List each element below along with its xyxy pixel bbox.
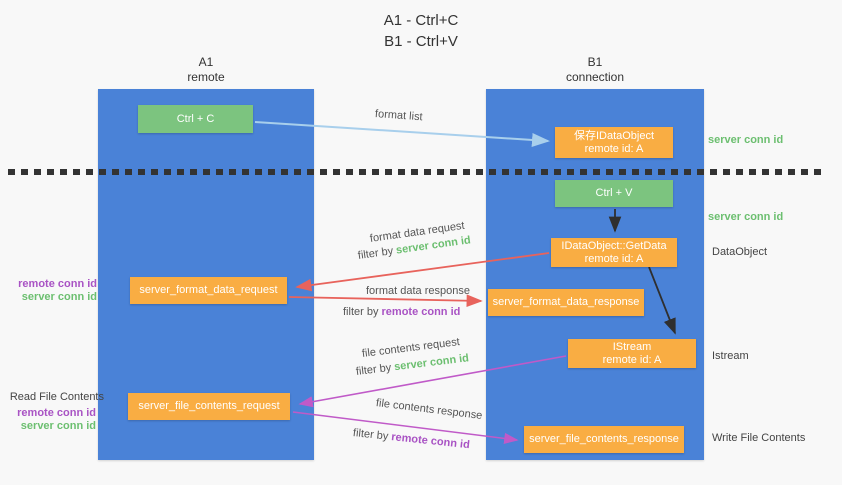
node-format-request-label: server_format_data_request — [139, 284, 278, 296]
column-b1-subtitle: connection — [565, 70, 625, 84]
left-label-server-conn-id-2: server conn id — [20, 420, 96, 432]
node-format-response-label: server_format_data_response — [492, 296, 640, 308]
column-b1-name: B1 — [587, 55, 603, 69]
left-label-conn-ids-format: remote conn id server conn id — [0, 278, 97, 304]
node-ctrl-v: Ctrl + V — [555, 180, 673, 207]
filter-by-prefix: filter by — [343, 306, 382, 318]
column-a1-name: A1 — [198, 55, 214, 69]
right-label-istream: Istream — [712, 350, 749, 362]
right-label-write-file-contents: Write File Contents — [712, 432, 806, 444]
arrow-label-filter-by-remote-conn-id-1: filter by remote conn id — [343, 306, 460, 318]
arrow-label-format-list: format list — [374, 108, 423, 124]
filter-key-server-conn-id: server conn id — [393, 352, 470, 374]
node-file-response-label: server_file_contents_response — [529, 433, 679, 445]
filter-by-prefix: filter by — [357, 244, 397, 262]
node-save-idataobject-title: 保存IDataObject — [573, 129, 655, 142]
node-getdata-remote-id: remote id: A — [584, 252, 644, 265]
node-istream: IStream remote id: A — [568, 339, 696, 368]
node-file-request-label: server_file_contents_request — [138, 400, 280, 412]
dotted-separator-line — [8, 169, 826, 175]
right-label-server-conn-id-mid: server conn id — [708, 211, 784, 223]
node-server-format-data-request: server_format_data_request — [130, 277, 287, 304]
left-label-remote-conn-id-2: remote conn id — [17, 407, 96, 419]
right-label-server-conn-id-top: server conn id — [708, 134, 784, 146]
column-header-b1: B1 connection — [486, 55, 704, 85]
node-save-idataobject: 保存IDataObject remote id: A — [555, 127, 673, 158]
node-server-format-data-response: server_format_data_response — [488, 289, 644, 316]
arrow-label-filter-by-remote-conn-id-2: filter by remote conn id — [352, 427, 470, 451]
filter-by-prefix: filter by — [352, 427, 392, 443]
column-header-a1: A1 remote — [98, 55, 314, 85]
node-idataobject-getdata: IDataObject::GetData remote id: A — [551, 238, 677, 267]
title-line-ctrl-v: B1 - Ctrl+V — [384, 33, 458, 50]
node-ctrl-c-label: Ctrl + C — [176, 112, 215, 125]
column-a1-subtitle: remote — [187, 70, 225, 84]
right-label-dataobject: DataObject — [712, 246, 768, 258]
node-istream-title: IStream — [612, 340, 652, 353]
left-label-conn-ids-file: remote conn id server conn id — [0, 407, 96, 433]
arrow-format-data-response — [288, 294, 483, 307]
node-server-file-contents-response: server_file_contents_response — [524, 426, 684, 453]
arrow-label-format-data-response: format data response — [366, 285, 470, 297]
node-istream-remote-id: remote id: A — [602, 353, 662, 366]
title-line-ctrl-c: A1 - Ctrl+C — [383, 12, 459, 29]
filter-key-remote-conn-id: remote conn id — [390, 431, 471, 452]
left-label-server-conn-id-1: server conn id — [21, 291, 97, 303]
node-server-file-contents-request: server_file_contents_request — [128, 393, 290, 420]
node-save-idataobject-remote-id: remote id: A — [584, 142, 644, 155]
node-getdata-title: IDataObject::GetData — [561, 239, 667, 252]
diagram-title: A1 - Ctrl+C B1 - Ctrl+V — [0, 10, 842, 52]
arrow-label-file-contents-response: file contents response — [375, 397, 483, 422]
filter-by-prefix: filter by — [355, 361, 395, 378]
filter-key-remote-conn-id: remote conn id — [381, 306, 461, 318]
node-ctrl-v-label: Ctrl + V — [595, 187, 633, 199]
node-ctrl-c: Ctrl + C — [138, 105, 253, 133]
left-label-read-file-contents: Read File Contents — [9, 391, 104, 403]
left-label-remote-conn-id-1: remote conn id — [18, 278, 97, 290]
